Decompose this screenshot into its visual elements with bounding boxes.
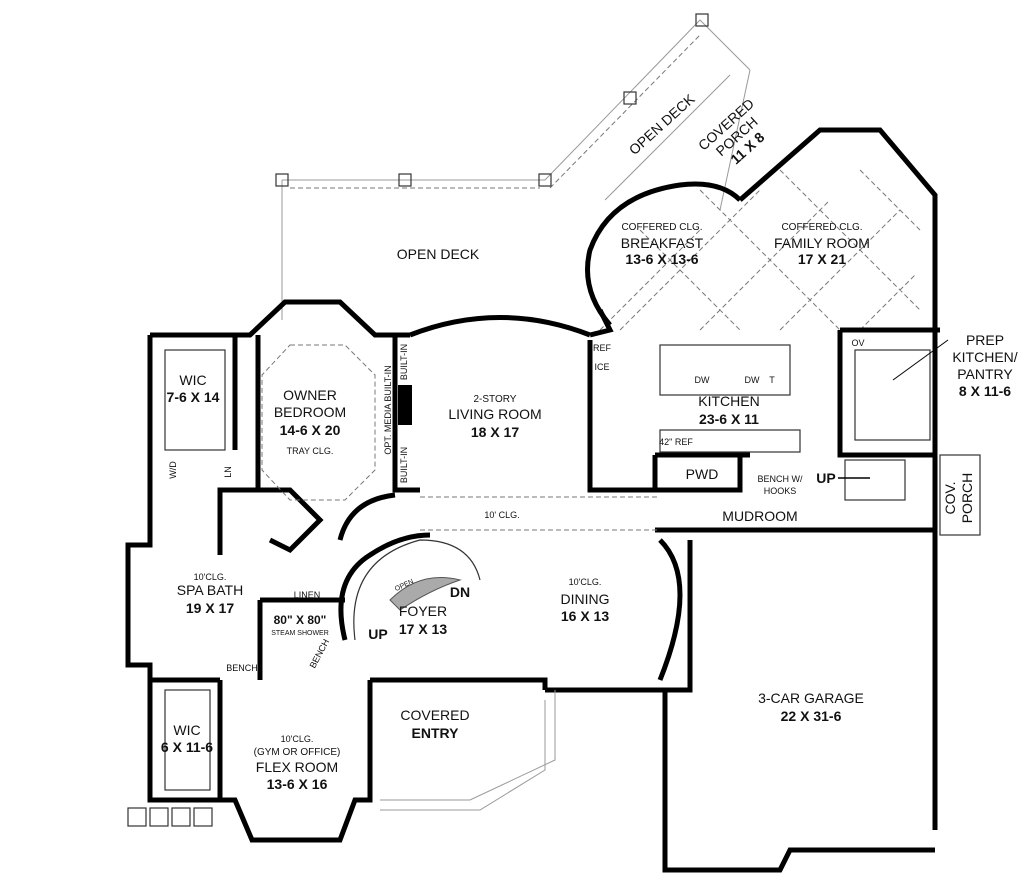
interior-details [127, 344, 981, 827]
kitchen-label: KITCHEN [698, 393, 759, 409]
bench-hooks-label-2: HOOKS [764, 486, 797, 496]
walls [125, 127, 940, 873]
washer-dryer-label: W/D [168, 461, 178, 479]
breakfast-dim: 13-6 X 13-6 [625, 251, 698, 267]
flex-room-note: 10'CLG. [281, 734, 314, 744]
bench-hooks-label: BENCH W/ [758, 474, 803, 484]
garage-dim: 22 X 31-6 [781, 708, 842, 724]
covered-entry-label-2: ENTRY [412, 725, 460, 741]
oven-label: OV [851, 338, 864, 348]
living-room-note: 2-STORY [474, 394, 517, 405]
owner-bedroom-note: TRAY CLG. [287, 446, 334, 456]
garage-label: 3-CAR GARAGE [758, 690, 864, 706]
room-labels: OPEN DECK COVERED PORCH 11 X 8 OPEN DECK… [161, 90, 1018, 792]
ice-label: ICE [594, 362, 609, 372]
fixture-labels: REF ICE DW DW T 42" REF OV W/D LN OPT. M… [168, 338, 870, 673]
family-room-note: COFFERED CLG. [781, 222, 862, 233]
breakfast-label: BREAKFAST [621, 235, 704, 251]
opt-media-label: OPT. MEDIA BUILT-IN [383, 365, 393, 454]
wic-upper-label: WIC [179, 372, 206, 388]
foyer-dim: 17 X 13 [399, 621, 447, 637]
breakfast-note: COFFERED CLG. [621, 222, 702, 233]
open-deck-label: OPEN DECK [397, 246, 480, 262]
family-room-label: FAMILY ROOM [774, 235, 870, 251]
dw-label-1: DW [695, 375, 710, 385]
built-in-bottom-label: BUILT-IN [399, 447, 409, 483]
spa-bath-dim: 19 X 17 [186, 600, 234, 616]
mudroom-label: MUDROOM [722, 508, 797, 524]
spa-bath-label: SPA BATH [177, 582, 243, 598]
bench-label-1: BENCH [226, 663, 258, 673]
flex-room-dim: 13-6 X 16 [267, 776, 328, 792]
owner-bedroom-label: OWNER [283, 387, 337, 403]
dw-label-2: DW [745, 375, 760, 385]
prep-kitchen-label-2: KITCHEN/ [952, 349, 1017, 365]
steam-shower-label: STEAM SHOWER [271, 630, 329, 637]
linen-label: LINEN [294, 590, 321, 600]
hall-ceiling-note: 10' CLG. [484, 510, 519, 520]
coffered-ceiling-grid [599, 169, 921, 331]
flex-room-label: FLEX ROOM [256, 759, 338, 775]
linen-closet-label: LN [223, 466, 233, 478]
family-room-dim: 17 X 21 [798, 251, 846, 267]
wic-lower-label: WIC [173, 722, 200, 738]
prep-kitchen-label: PREP [966, 332, 1004, 348]
cov-porch-label: COV. [942, 482, 958, 515]
prep-kitchen-label-3: PANTRY [957, 366, 1013, 382]
kitchen-dim: 23-6 X 11 [699, 411, 759, 427]
built-in-top-label: BUILT-IN [399, 344, 409, 380]
owner-bedroom-dim: 14-6 X 20 [280, 422, 341, 438]
stair-up-label: UP [368, 626, 387, 642]
prep-kitchen-dim: 8 X 11-6 [959, 383, 1011, 399]
stair-down-label: DN [450, 584, 470, 600]
trash-label: T [769, 375, 775, 385]
owner-bedroom-label-2: BEDROOM [274, 404, 346, 420]
wic-lower-dim: 6 X 11-6 [161, 739, 213, 755]
living-room-dim: 18 X 17 [471, 424, 519, 440]
wic-upper-dim: 7-6 X 14 [167, 389, 220, 405]
spa-bath-note: 10'CLG. [194, 572, 227, 582]
cov-porch-label-2: PORCH [959, 473, 975, 524]
mudroom-stair-up-label: UP [816, 470, 835, 486]
living-room-label: LIVING ROOM [448, 406, 541, 422]
covered-entry-label: COVERED [400, 707, 469, 723]
prep-kitchen-arrow [892, 339, 949, 381]
dining-note: 10'CLG. [569, 577, 602, 587]
bench-label-2: BENCH [308, 637, 332, 670]
ref-label: REF [593, 343, 612, 353]
foyer-label: FOYER [399, 603, 447, 619]
ref42-label: 42" REF [659, 437, 693, 447]
shower-dim: 80" X 80" [274, 613, 327, 627]
dining-dim: 16 X 13 [561, 608, 609, 624]
flex-room-note-2: (GYM OR OFFICE) [254, 747, 341, 758]
deck-outlines [275, 13, 751, 320]
dining-label: DINING [561, 591, 610, 607]
pwd-label: PWD [686, 466, 719, 482]
